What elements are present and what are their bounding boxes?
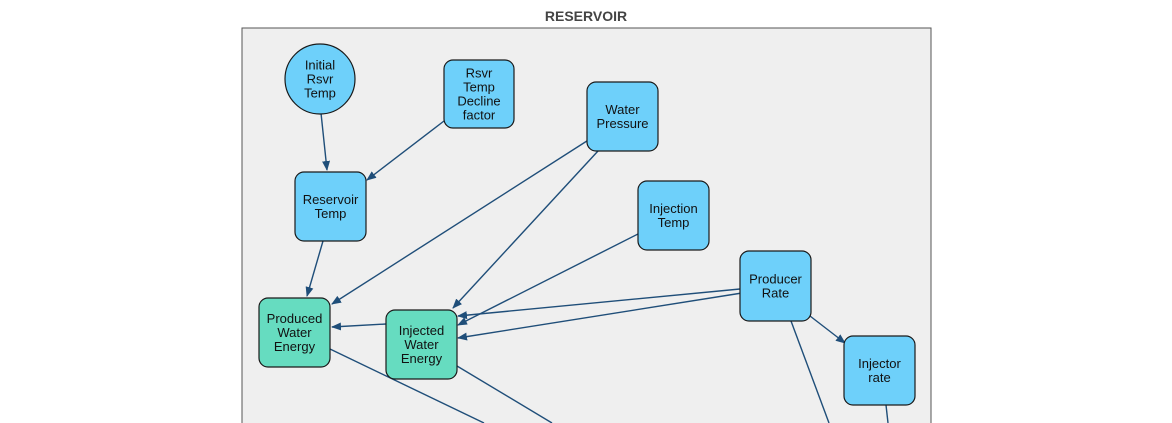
- node-shape: [443, 59, 515, 129]
- node-label-line: Initial: [305, 58, 335, 73]
- node-shape: [739, 250, 812, 322]
- node-label-line: Rsvr: [466, 66, 493, 81]
- edge-producer-rate-to-injected-energy-1: [457, 288, 741, 320]
- edge-injector-rate-outgoing: [885, 404, 889, 423]
- node-label-line: Water: [605, 102, 640, 117]
- node-label-line: factor: [463, 108, 496, 123]
- edge-producer-rate-to-injected-energy-2: [457, 292, 743, 341]
- edge-reservoir-temp-to-produced-energy: [305, 240, 324, 297]
- node-label-line: Reservoir: [303, 192, 359, 207]
- node-label-line: rate: [868, 370, 890, 385]
- node-label-line: Injected: [399, 323, 445, 338]
- node-label-line: Injection: [649, 201, 697, 216]
- edge-decline-factor-to-reservoir-temp: [366, 120, 445, 181]
- node-label-line: Water: [277, 325, 312, 340]
- node-label-line: Rate: [762, 286, 789, 301]
- node-label-line: Temp: [463, 80, 495, 95]
- edge-injected-energy-to-produced-energy: [331, 322, 387, 331]
- node-label-line: Rsvr: [307, 72, 334, 87]
- edges: [305, 112, 889, 423]
- node-label-line: Produced: [267, 311, 323, 326]
- edge-produced-energy-outgoing: [329, 348, 485, 423]
- node-shape: [385, 309, 458, 380]
- node-label-line: Energy: [274, 339, 316, 354]
- node-shape: [284, 43, 356, 115]
- node-label-line: Pressure: [596, 116, 648, 131]
- edge-initial-temp-to-reservoir-temp: [320, 112, 331, 171]
- node-label-line: Injector: [858, 356, 901, 371]
- node-label-line: Producer: [749, 272, 802, 287]
- edge-injected-energy-outgoing: [456, 365, 553, 423]
- edge-producer-rate-to-injector-rate: [809, 315, 846, 344]
- node-shape: [294, 171, 367, 242]
- node-label-line: Temp: [315, 206, 347, 221]
- edge-water-pressure-to-produced-energy: [331, 138, 591, 305]
- node-label-line: Water: [404, 337, 439, 352]
- node-shape: [258, 297, 331, 368]
- edge-injection-temp-to-injected-energy: [457, 233, 639, 326]
- edge-producer-rate-outgoing: [790, 320, 830, 423]
- node-label-line: Decline: [457, 94, 500, 109]
- node-shape: [637, 180, 710, 251]
- node-shape: [586, 81, 659, 152]
- node-label-line: Temp: [658, 215, 690, 230]
- node-shape: [843, 335, 916, 406]
- edge-water-pressure-to-injected-energy: [452, 150, 599, 309]
- node-label-line: Energy: [401, 351, 443, 366]
- group-title: RESERVOIR: [545, 8, 627, 24]
- node-label-line: Temp: [304, 86, 336, 101]
